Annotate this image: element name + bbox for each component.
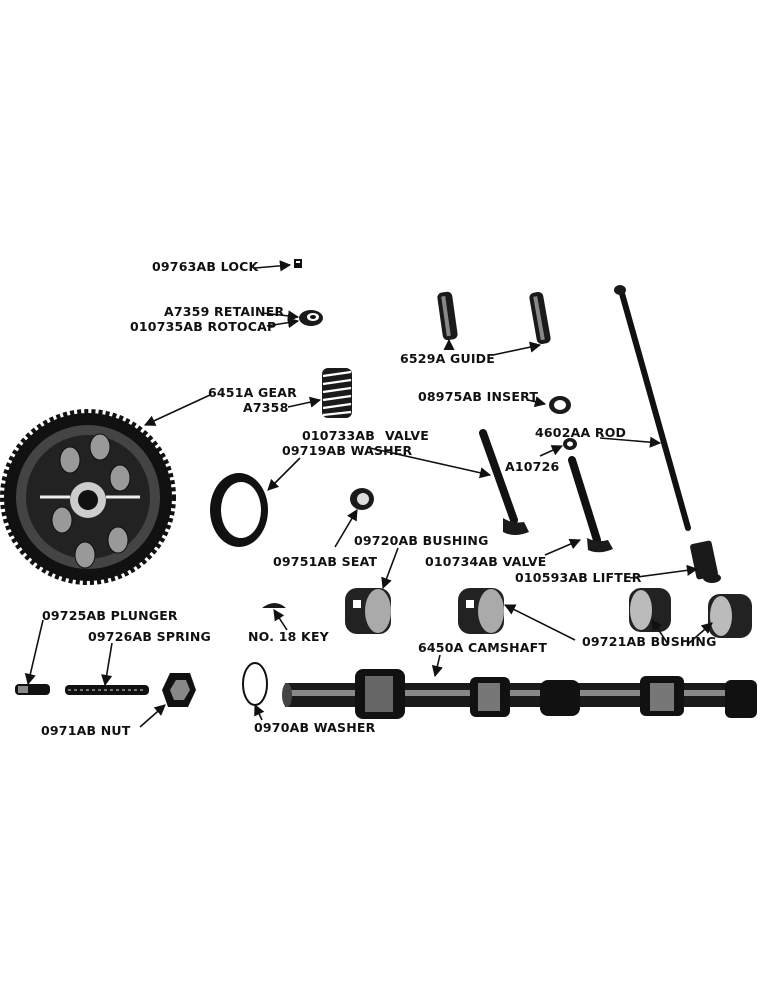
leader-lines bbox=[24, 260, 713, 728]
label-a7358: A7358 bbox=[243, 400, 288, 415]
label-rotocap: 010735AB ROTOCAP bbox=[130, 319, 276, 334]
label-valve-upper-word: VALVE bbox=[385, 428, 429, 443]
label-gear: 6451A GEAR bbox=[208, 385, 297, 400]
lock-part bbox=[294, 259, 302, 268]
lifter-part bbox=[690, 540, 721, 583]
bushing-lower-part-2 bbox=[629, 588, 671, 632]
washer-upper-part bbox=[210, 473, 268, 547]
a10726-part bbox=[563, 438, 577, 450]
camshaft-part bbox=[282, 669, 757, 719]
label-valve-upper-num: 010733AB bbox=[302, 428, 375, 443]
bushing-lower-part-3 bbox=[708, 594, 752, 638]
gear-part bbox=[0, 409, 176, 585]
label-key: NO. 18 KEY bbox=[248, 629, 330, 644]
insert-part bbox=[549, 396, 571, 414]
guide-part-2 bbox=[529, 291, 551, 345]
label-camshaft: 6450A CAMSHAFT bbox=[418, 640, 547, 655]
label-bushing-lower: 09721AB BUSHING bbox=[582, 634, 717, 649]
bushing-lower-part-1 bbox=[458, 588, 504, 634]
labels: 09763AB LOCK A7359 RETAINER 010735AB ROT… bbox=[41, 259, 717, 738]
label-seat: 09751AB SEAT bbox=[273, 554, 377, 569]
nut-part bbox=[162, 673, 196, 707]
label-valve-lower: 010734AB VALVE bbox=[425, 554, 547, 569]
label-plunger: 09725AB PLUNGER bbox=[42, 608, 178, 623]
label-insert: 08975AB INSERT bbox=[418, 389, 538, 404]
bushing-upper-part bbox=[345, 588, 391, 634]
key-part bbox=[262, 603, 286, 608]
label-washer-upper: 09719AB WASHER bbox=[282, 443, 413, 458]
seat-part bbox=[350, 488, 374, 510]
label-nut: 0971AB NUT bbox=[41, 723, 131, 738]
label-lock: 09763AB LOCK bbox=[152, 259, 260, 274]
label-bushing-upper: 09720AB BUSHING bbox=[354, 533, 489, 548]
label-lifter: 010593AB LIFTER bbox=[515, 570, 642, 585]
label-washer-lower: 0970AB WASHER bbox=[254, 720, 376, 735]
label-guide: 6529A GUIDE bbox=[400, 351, 495, 366]
label-retainer: A7359 RETAINER bbox=[164, 304, 284, 319]
valve-spring-part bbox=[322, 368, 352, 418]
plunger-part bbox=[15, 684, 50, 695]
label-rod: 4602AA ROD bbox=[535, 425, 626, 440]
label-spring-plunger: 09726AB SPRING bbox=[88, 629, 211, 644]
label-a10726: A10726 bbox=[505, 459, 559, 474]
plunger-spring-part bbox=[65, 685, 149, 695]
valve-upper-part bbox=[479, 429, 529, 535]
valve-lower-part bbox=[568, 456, 613, 553]
guide-part-1 bbox=[437, 291, 458, 341]
washer-lower-part bbox=[242, 662, 268, 706]
rotocap-part bbox=[299, 310, 323, 326]
push-rod-part bbox=[614, 285, 691, 531]
